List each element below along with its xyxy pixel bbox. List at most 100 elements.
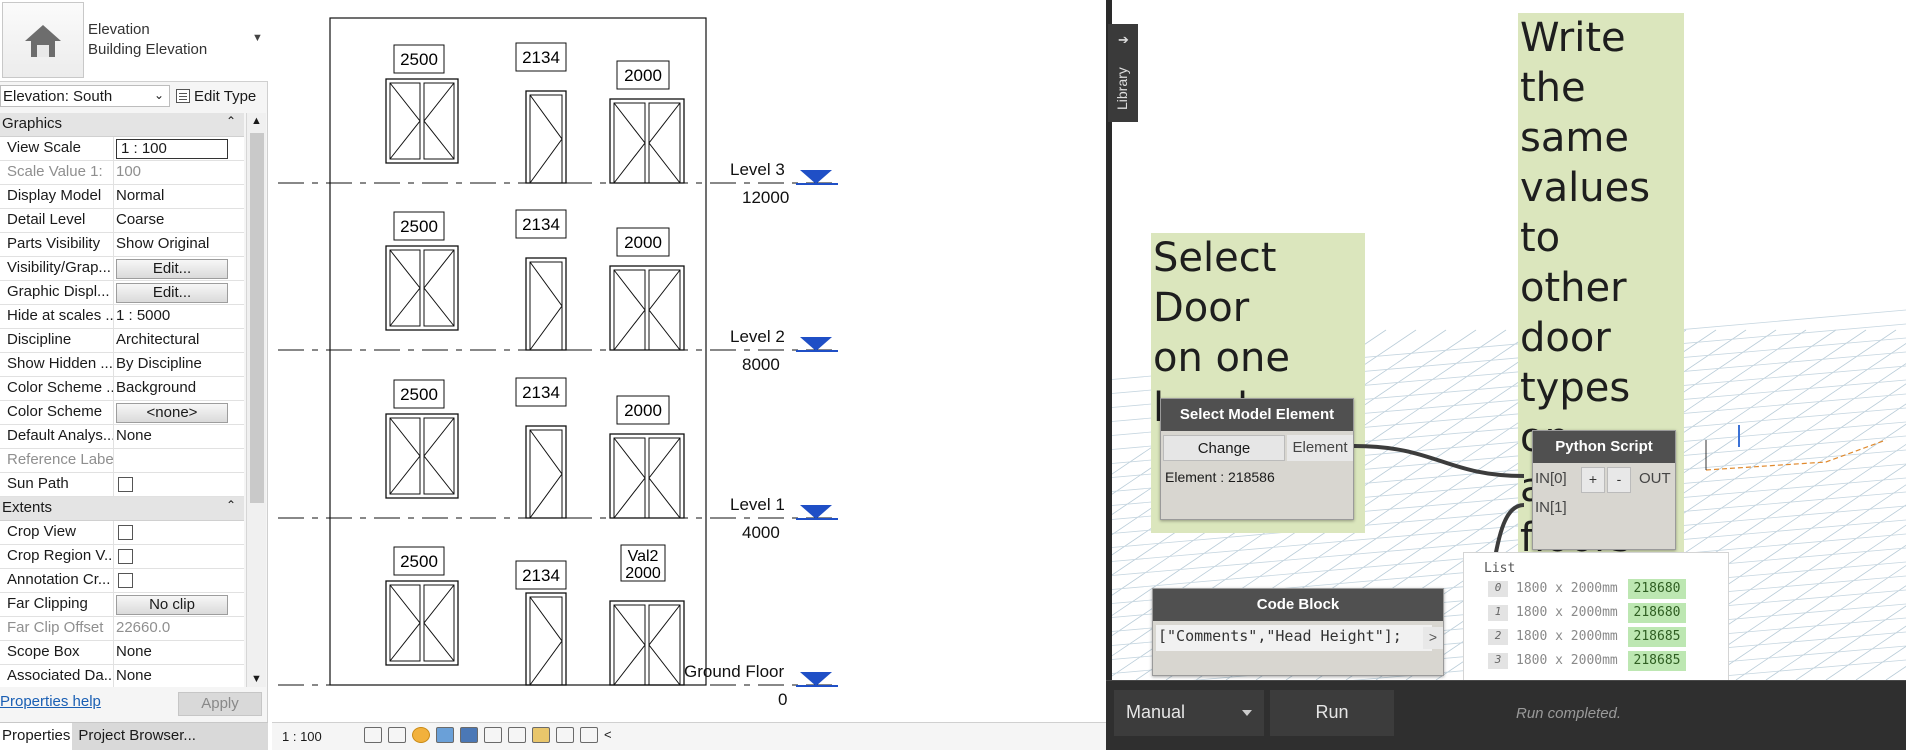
property-row[interactable]: Color Scheme ...Background bbox=[0, 377, 244, 401]
door-tag-text: 2000 bbox=[625, 565, 661, 582]
show-crop-icon[interactable] bbox=[508, 727, 526, 743]
door-leaf bbox=[423, 417, 455, 495]
chevron-left-icon[interactable]: < bbox=[604, 727, 612, 742]
property-value[interactable]: 1 : 5000 bbox=[116, 307, 171, 324]
sun-path-icon[interactable] bbox=[412, 727, 430, 743]
property-row[interactable]: Reference Label bbox=[0, 449, 244, 473]
run-mode-select[interactable]: Manual bbox=[1114, 690, 1264, 736]
temporary-hide-icon[interactable] bbox=[532, 727, 550, 743]
axis-line bbox=[1705, 439, 1887, 471]
collapse-icon[interactable]: ⌃ bbox=[225, 498, 236, 512]
view-scale-label[interactable]: 1 : 100 bbox=[282, 729, 322, 744]
door-tag-text: 2500 bbox=[400, 50, 438, 69]
property-checkbox[interactable] bbox=[118, 477, 133, 492]
chevron-down-icon[interactable]: ▼ bbox=[252, 32, 263, 44]
door-tag bbox=[393, 211, 445, 241]
property-row[interactable]: Default Analys...None bbox=[0, 425, 244, 449]
door-tag-text: 2134 bbox=[522, 48, 560, 67]
out-port[interactable]: OUT bbox=[1639, 470, 1671, 487]
reveal-hidden-icon[interactable] bbox=[556, 727, 574, 743]
select-model-element-node[interactable]: Select Model Element Change Element Elem… bbox=[1160, 398, 1354, 520]
property-row[interactable]: Graphic Displ...Edit... bbox=[0, 281, 244, 305]
property-value[interactable]: None bbox=[116, 643, 152, 660]
property-row[interactable]: Visibility/Grap...Edit... bbox=[0, 257, 244, 281]
property-checkbox[interactable] bbox=[118, 525, 133, 540]
property-row[interactable]: Associated Da...None bbox=[0, 665, 244, 687]
property-edit-button[interactable]: No clip bbox=[116, 595, 228, 615]
section-extents[interactable]: Extents ⌃ bbox=[0, 497, 244, 521]
property-row[interactable]: Sun Path bbox=[0, 473, 244, 497]
property-checkbox[interactable] bbox=[118, 573, 133, 588]
shadows-icon[interactable] bbox=[436, 727, 454, 743]
property-edit-button[interactable]: <none> bbox=[116, 403, 228, 423]
door-swing bbox=[389, 249, 421, 327]
in1-port[interactable]: IN[1] bbox=[1535, 499, 1567, 516]
edit-type-button[interactable]: Edit Type bbox=[176, 85, 256, 107]
property-edit-button[interactable]: Edit... bbox=[116, 259, 228, 279]
property-name: Crop View bbox=[0, 521, 114, 544]
tab-properties[interactable]: Properties bbox=[0, 723, 73, 750]
code-block-editor[interactable]: ["Comments","Head Height"]; bbox=[1156, 625, 1432, 651]
property-row[interactable]: Annotation Cr... bbox=[0, 569, 244, 593]
analytical-model-icon[interactable] bbox=[580, 727, 598, 743]
dynamo-workspace[interactable]: ➔ Library Select Door on one level Write… bbox=[1106, 0, 1906, 750]
properties-help-link[interactable]: Properties help bbox=[0, 693, 101, 710]
in0-port[interactable]: IN[0] bbox=[1535, 470, 1567, 487]
property-row[interactable]: Scale Value 1:100 bbox=[0, 161, 244, 185]
python-script-node[interactable]: Python Script IN[0] + - OUT IN[1] bbox=[1532, 430, 1676, 550]
property-value[interactable]: None bbox=[116, 427, 152, 444]
door-swing bbox=[529, 261, 563, 351]
code-block-node[interactable]: Code Block ["Comments","Head Height"]; > bbox=[1152, 588, 1444, 676]
property-row[interactable]: Color Scheme<none> bbox=[0, 401, 244, 425]
type-selector[interactable]: Elevation Building Elevation ▼ bbox=[0, 0, 268, 82]
double-door bbox=[385, 245, 459, 331]
scroll-thumb[interactable] bbox=[250, 133, 264, 503]
crop-view-icon[interactable] bbox=[484, 727, 502, 743]
property-value[interactable]: None bbox=[116, 667, 152, 684]
door-tag-text: 2500 bbox=[400, 552, 438, 571]
property-row[interactable]: Show Hidden ...By Discipline bbox=[0, 353, 244, 377]
property-name: Crop Region V... bbox=[0, 545, 114, 568]
scroll-down-icon[interactable]: ▼ bbox=[251, 673, 262, 685]
visual-style-icon[interactable] bbox=[388, 727, 406, 743]
apply-button[interactable]: Apply bbox=[178, 692, 262, 716]
property-checkbox[interactable] bbox=[118, 549, 133, 564]
property-edit-button[interactable]: Edit... bbox=[116, 283, 228, 303]
property-value[interactable]: Architectural bbox=[116, 331, 200, 348]
run-button[interactable]: Run bbox=[1270, 690, 1394, 736]
property-row[interactable]: Crop Region V... bbox=[0, 545, 244, 569]
properties-scrollbar[interactable]: ▲ ▼ bbox=[246, 113, 266, 687]
property-value[interactable]: 22660.0 bbox=[116, 619, 171, 636]
property-value[interactable]: Show Original bbox=[116, 235, 210, 252]
section-graphics[interactable]: Graphics ⌃ bbox=[0, 113, 244, 137]
property-value[interactable]: By Discipline bbox=[116, 355, 202, 372]
property-row[interactable]: Hide at scales ...1 : 5000 bbox=[0, 305, 244, 329]
scroll-up-icon[interactable]: ▲ bbox=[251, 115, 262, 127]
element-output-port[interactable]: Element bbox=[1287, 435, 1353, 461]
property-value-input[interactable]: 1 : 100 bbox=[116, 139, 228, 159]
library-tab[interactable]: ➔ Library bbox=[1108, 24, 1138, 122]
collapse-icon[interactable]: ⌃ bbox=[225, 114, 236, 128]
property-value[interactable]: 100 bbox=[116, 163, 142, 180]
add-input-button[interactable]: + bbox=[1581, 467, 1605, 493]
detail-level-icon[interactable] bbox=[364, 727, 382, 743]
view-instance-select[interactable]: Elevation: South ⌄ bbox=[0, 85, 170, 107]
change-button[interactable]: Change bbox=[1163, 435, 1285, 461]
property-value[interactable]: Coarse bbox=[116, 211, 165, 228]
property-value[interactable]: Background bbox=[116, 379, 197, 396]
remove-input-button[interactable]: - bbox=[1607, 467, 1631, 493]
code-block-output-port[interactable]: > bbox=[1423, 627, 1443, 649]
render-icon[interactable] bbox=[460, 727, 478, 743]
property-row[interactable]: Crop View bbox=[0, 521, 244, 545]
property-value[interactable]: Normal bbox=[116, 187, 165, 204]
tab-project-browser[interactable]: Project Browser... bbox=[72, 723, 268, 750]
